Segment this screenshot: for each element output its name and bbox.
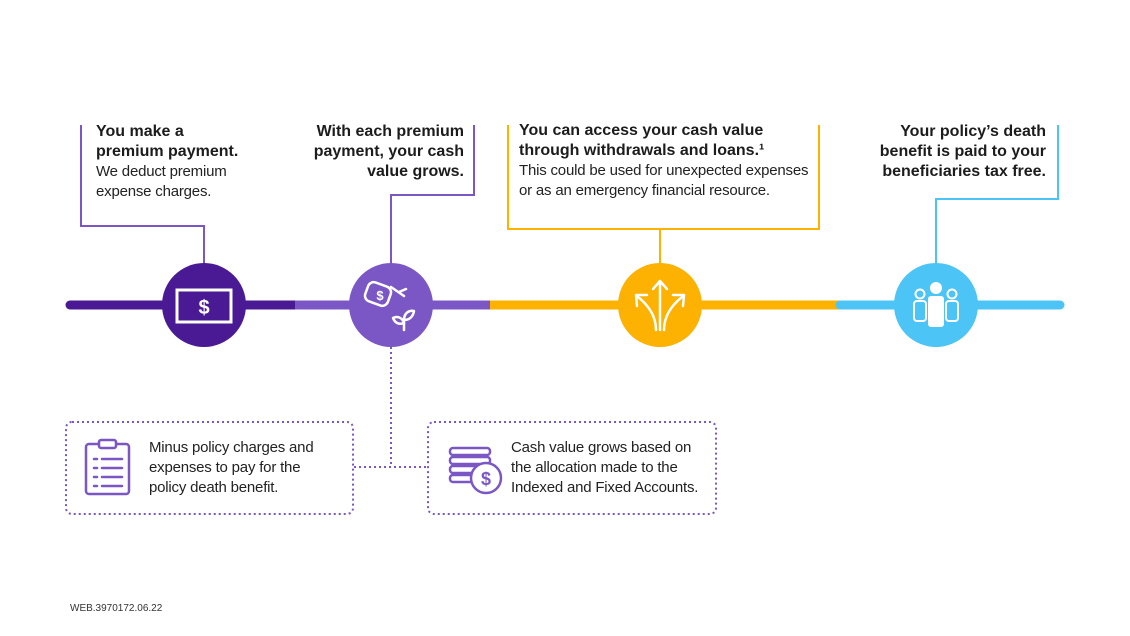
note-growth-line-2: the allocation made to the — [511, 459, 678, 476]
svg-text:$: $ — [376, 288, 384, 303]
coin-stack-icon: $ — [448, 446, 503, 495]
step-2-circle — [349, 263, 433, 347]
step-1-description: We deduct premium expense charges. — [96, 162, 227, 202]
note-charges-text: Minus policy charges and expenses to pay… — [149, 438, 314, 498]
watering-can-plant-icon: $ — [363, 280, 416, 332]
clipboard-list-icon — [84, 438, 131, 496]
step-2-title-line-2: payment, your cash — [313, 143, 464, 160]
step-3-desc-line-2: or as an emergency financial resource. — [519, 182, 770, 199]
step-3-title-line-2: through withdrawals and loans.¹ — [519, 142, 765, 159]
note-charges-line-3: policy death benefit. — [149, 479, 279, 496]
step-4-title-line-3: beneficiaries tax free. — [882, 163, 1046, 180]
diverging-arrows-icon — [634, 279, 686, 332]
note-charges-line-1: Minus policy charges and — [149, 439, 314, 456]
step-1-circle — [162, 263, 246, 347]
step-4-title: Your policy’s death benefit is paid to y… — [806, 122, 1046, 182]
note-charges-line-2: expenses to pay for the — [149, 459, 301, 476]
connector-step-4 — [935, 125, 1059, 265]
step-4-title-line-2: benefit is paid to your — [879, 143, 1046, 160]
step-3-desc-line-1: This could be used for unexpected expens… — [519, 162, 809, 179]
document-code: WEB.3970172.06.22 — [70, 603, 163, 614]
step-1-title: You make a premium payment. — [96, 122, 238, 162]
step-2-title-line-3: value grows. — [367, 163, 464, 180]
step-2-title-line-1: With each premium — [316, 123, 464, 140]
note-growth-text: Cash value grows based on the allocation… — [511, 438, 698, 498]
svg-text:$: $ — [481, 469, 491, 489]
step-1-desc-line-1: We deduct premium — [96, 163, 227, 180]
connector-step-2 — [390, 125, 475, 265]
svg-text:$: $ — [198, 297, 209, 319]
connector-step-3 — [507, 125, 820, 230]
step-3-description: This could be used for unexpected expens… — [519, 161, 808, 201]
step-3-title-line-1: You can access your cash value — [519, 122, 764, 139]
note-growth-line-1: Cash value grows based on — [511, 439, 692, 456]
connector-step-1 — [80, 125, 205, 265]
dollar-bill-icon: $ — [175, 288, 233, 324]
step-2-title: With each premium payment, your cash val… — [274, 122, 464, 182]
note-box-charges — [65, 421, 354, 515]
step-3-title: You can access your cash value through w… — [519, 121, 764, 161]
step-4-title-line-1: Your policy’s death — [900, 123, 1046, 140]
step-1-desc-line-2: expense charges. — [96, 183, 212, 200]
step-1-title-line-2: premium payment. — [96, 143, 239, 160]
step-1-title-line-1: You make a — [96, 123, 184, 140]
note-box-growth — [427, 421, 717, 515]
note-growth-line-3: Indexed and Fixed Accounts. — [511, 479, 699, 496]
people-group-icon — [913, 282, 959, 327]
